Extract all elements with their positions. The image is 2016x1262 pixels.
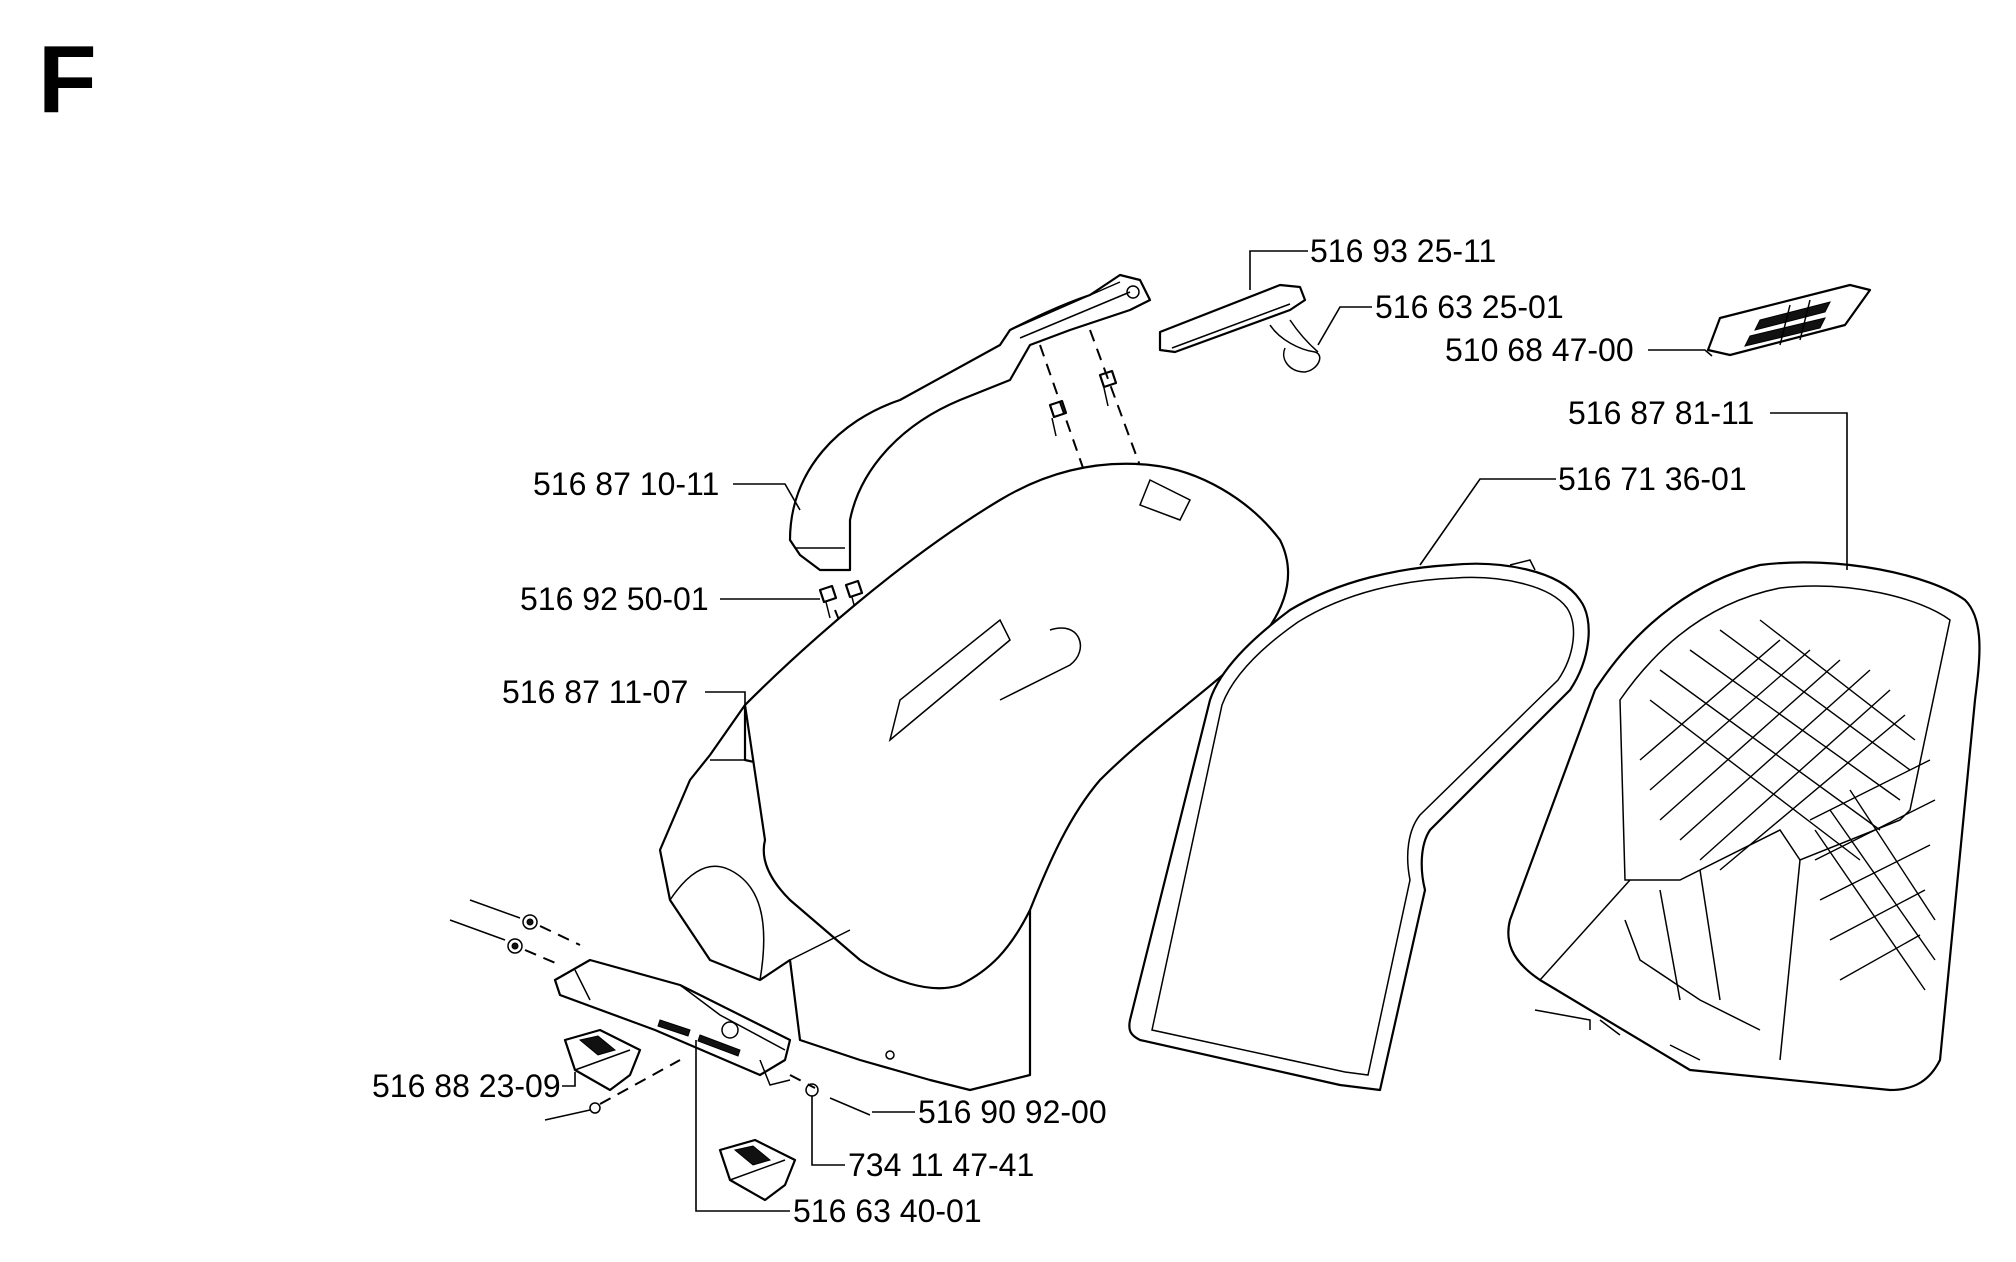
- section-letter: F: [38, 26, 97, 133]
- part-label-516-87-11-07: 516 87 11-07: [502, 674, 688, 710]
- grass-bag: [1507, 561, 1981, 1092]
- part-label-516-92-50-01: 516 92 50-01: [520, 581, 709, 617]
- bag-frame: [1128, 559, 1590, 1092]
- upper-handle-bar: [788, 273, 1152, 572]
- part-label-516-63-40-01: 516 63 40-01: [793, 1193, 982, 1229]
- part-label-516-87-10-11: 516 87 10-11: [533, 466, 719, 502]
- label-plate: [1706, 283, 1872, 357]
- part-label-516-88-23-09: 516 88 23-09: [372, 1068, 561, 1104]
- part-labels: 516 93 25-11 516 63 25-01 510 68 47-00 5…: [372, 233, 1754, 1229]
- part-label-516-90-92-00: 516 90 92-00: [918, 1094, 1107, 1130]
- part-label-516-71-36-01: 516 71 36-01: [1558, 461, 1747, 497]
- pivot-pins: [449, 899, 871, 1121]
- handle-cap: [1158, 283, 1307, 354]
- part-label-734-11-47-41: 734 11 47-41: [848, 1147, 1034, 1183]
- part-label-516-87-81-11: 516 87 81-11: [1568, 395, 1754, 431]
- part-label-510-68-47-00: 510 68 47-00: [1445, 332, 1634, 368]
- bag-mesh: [1639, 619, 1936, 991]
- hinge-bracket: [553, 958, 792, 1086]
- part-label-516-93-25-11: 516 93 25-11: [1310, 233, 1496, 269]
- leader-lines: [562, 250, 1848, 1212]
- wire-clip: [1269, 319, 1321, 373]
- main-cover: [658, 462, 1290, 1092]
- latch-upper: [563, 1028, 642, 1092]
- latch-lower: [718, 1138, 797, 1202]
- part-label-516-63-25-01: 516 63 25-01: [1375, 289, 1564, 325]
